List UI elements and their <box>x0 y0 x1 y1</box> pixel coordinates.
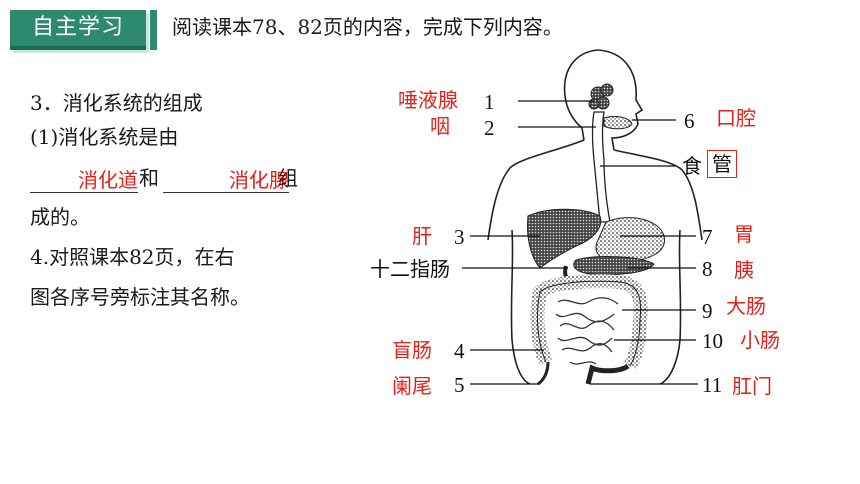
num-3: 3 <box>454 225 465 249</box>
question-4-line1: 4.对照课本82页，在右 <box>30 245 235 269</box>
num-11: 11 <box>702 373 723 397</box>
num-9: 9 <box>702 299 713 323</box>
oral-cavity <box>603 115 633 130</box>
connector-text: 和 <box>139 166 159 190</box>
label-anus: 肛门 <box>732 374 772 398</box>
label-duodenum: 十二指肠 <box>370 257 450 281</box>
question-3-end: 成的。 <box>30 205 90 229</box>
num-7: 7 <box>702 225 713 249</box>
label-small-intestine: 小肠 <box>740 328 780 352</box>
label-appendix: 阑尾 <box>392 374 432 398</box>
question-3-title: 3．消化系统的组成 <box>30 91 203 115</box>
num-2: 2 <box>484 116 495 140</box>
body-outline <box>487 49 703 385</box>
tail-text: 组 <box>278 166 298 190</box>
label-salivary: 唾液腺 <box>398 88 458 112</box>
answer-blank-1[interactable]: 消化道 <box>30 166 138 193</box>
liver <box>527 208 602 269</box>
num-6: 6 <box>684 109 695 133</box>
label-liver: 肝 <box>412 224 432 248</box>
label-pancreas: 胰 <box>734 258 754 282</box>
question-3-prompt: (1)消化系统是由 <box>30 125 179 149</box>
salivary-gland <box>588 83 614 110</box>
large-intestine <box>530 274 648 370</box>
num-8: 8 <box>702 257 713 281</box>
question-4-line2: 图各序号旁标注其名称。 <box>30 285 250 309</box>
section-badge: 自主学习 <box>10 10 146 50</box>
badge-accent <box>150 10 157 50</box>
label-esophagus-shi: 食 <box>682 154 702 178</box>
label-oral-cavity: 口腔 <box>716 106 756 130</box>
pancreas <box>573 256 655 276</box>
cecum-appendix <box>537 361 550 386</box>
small-intestine <box>555 297 619 365</box>
num-1: 1 <box>484 90 495 114</box>
num-5: 5 <box>454 373 465 397</box>
rectum <box>585 363 630 385</box>
label-stomach: 胃 <box>734 222 754 246</box>
answer-blank-2[interactable]: 消化腺 <box>163 166 289 193</box>
num-10: 10 <box>702 329 723 353</box>
label-large-intestine: 大肠 <box>726 294 766 318</box>
label-esophagus-guan: 管 <box>707 150 737 178</box>
label-pharynx: 咽 <box>430 114 450 138</box>
label-cecum: 盲肠 <box>392 338 432 362</box>
esophagus <box>591 111 611 223</box>
intro-text: 阅读课本78、82页的内容，完成下列内容。 <box>172 15 563 39</box>
num-4: 4 <box>454 339 465 363</box>
stomach <box>595 217 665 263</box>
